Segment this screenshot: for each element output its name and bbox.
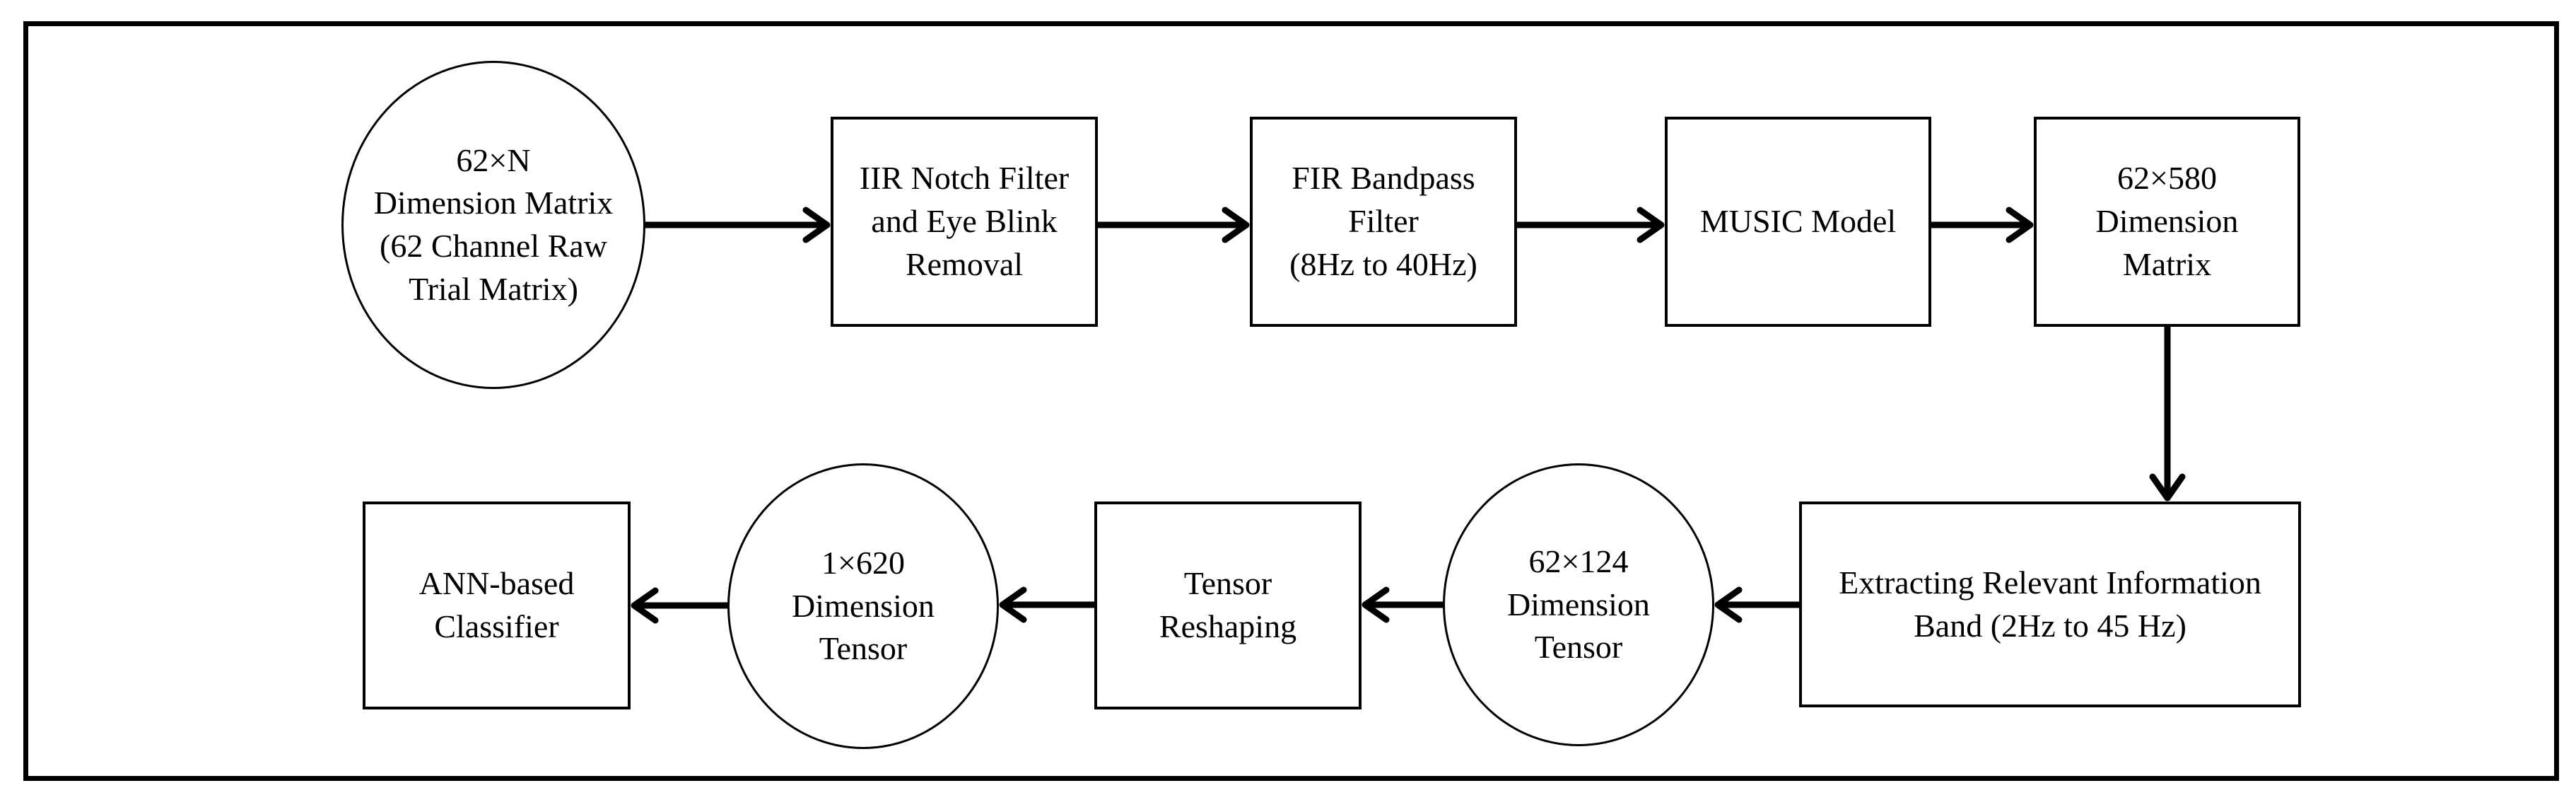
node-tensor-reshaping: Tensor Reshaping [1094,502,1362,709]
node-extract-band: Extracting Relevant Information Band (2H… [1799,502,2301,707]
diagram-border-frame [23,21,2559,781]
node-music-model: MUSIC Model [1665,117,1931,327]
node-iir-notch-filter: IIR Notch Filter and Eye Blink Removal [831,117,1098,327]
node-raw-trial-matrix: 62×N Dimension Matrix (62 Channel Raw Tr… [341,61,645,389]
node-tensor-62x124: 62×124 Dimension Tensor [1443,463,1714,746]
node-matrix-62x580: 62×580 Dimension Matrix [2034,117,2300,327]
node-ann-classifier: ANN-based Classifier [363,502,631,709]
node-tensor-1x620: 1×620 Dimension Tensor [727,463,999,749]
node-fir-bandpass-filter: FIR Bandpass Filter (8Hz to 40Hz) [1250,117,1517,327]
